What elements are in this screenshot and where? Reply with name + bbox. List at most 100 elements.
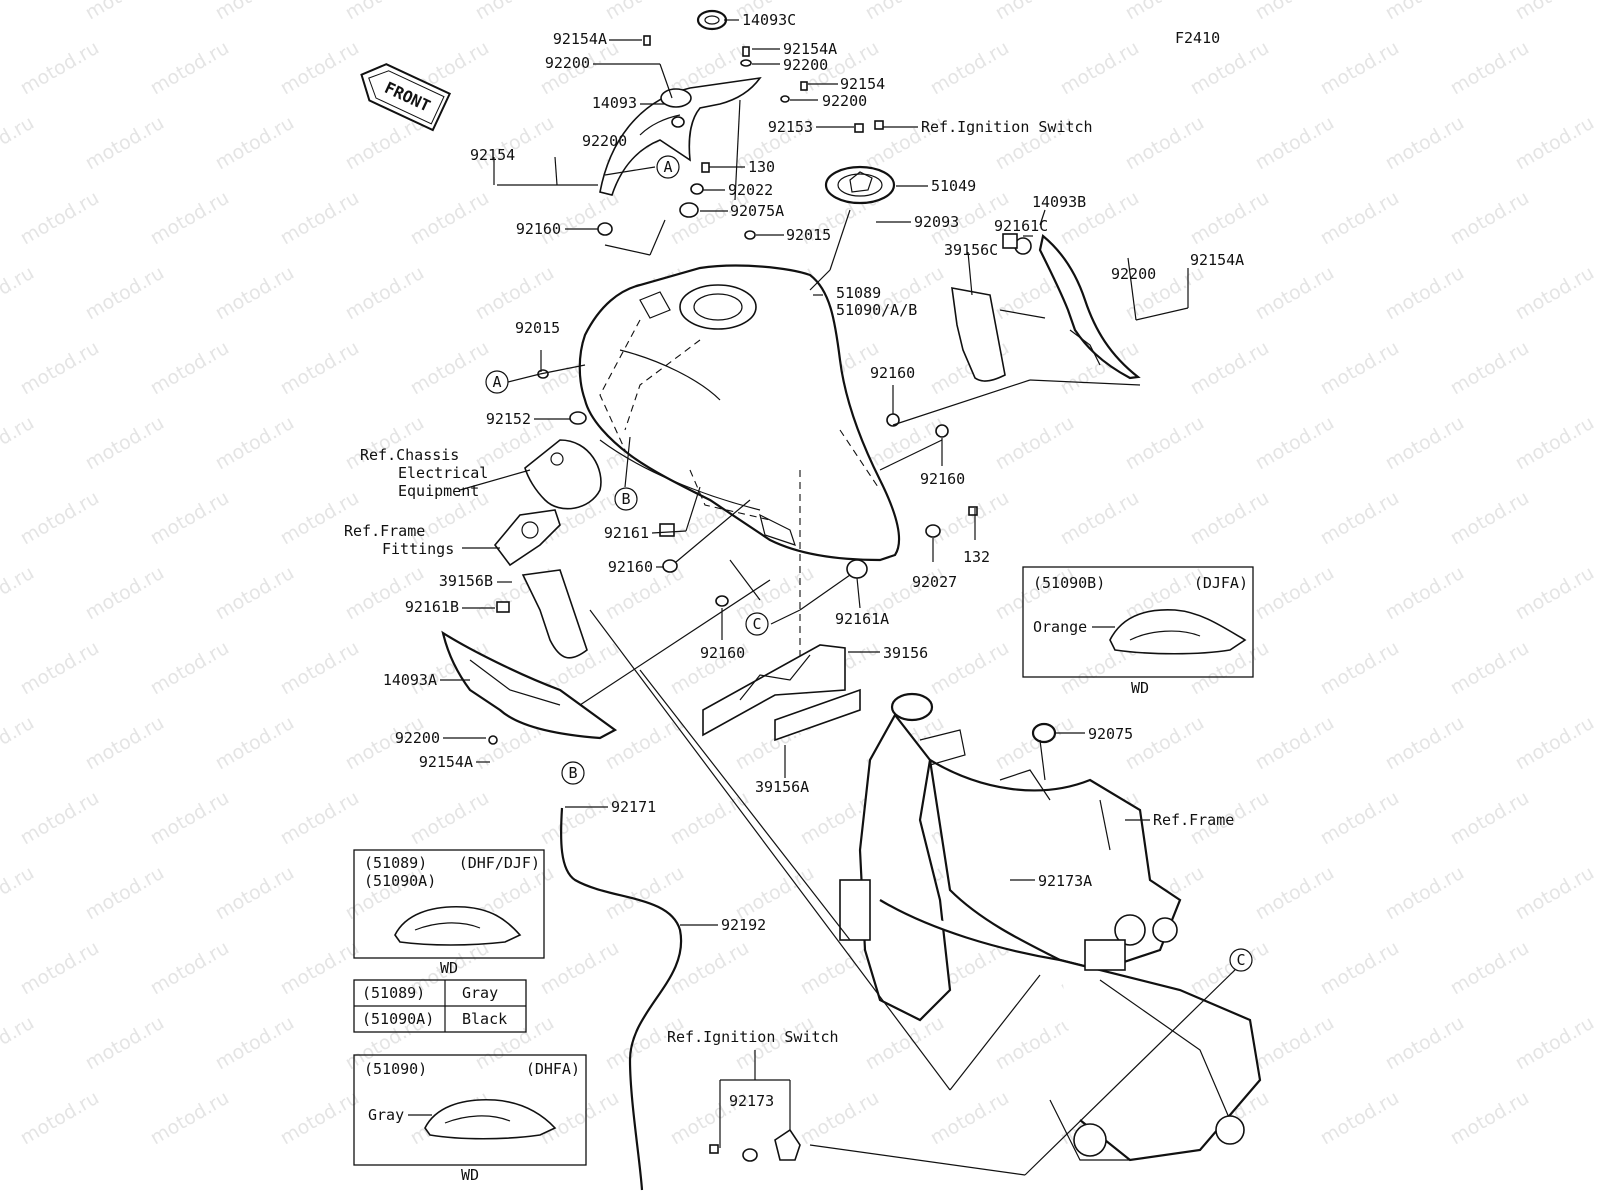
- ref-chassis-1: Ref.Chassis: [360, 446, 459, 464]
- table-row: (51089): [362, 984, 425, 1002]
- watermark-text: motod.ru: [862, 0, 948, 24]
- fuel-cap-51049: [824, 165, 896, 205]
- watermark-text: motod.ru: [1382, 0, 1468, 24]
- watermark-text: motod.ru: [927, 1087, 1013, 1150]
- svg-text:A: A: [663, 158, 672, 176]
- watermark-text: motod.ru: [17, 187, 103, 250]
- fuel-hose-92192: [560, 807, 683, 1191]
- watermark-text: motod.ru: [17, 37, 103, 100]
- watermark-text: motod.ru: [1447, 337, 1533, 400]
- table-row: Black: [462, 1010, 507, 1028]
- label-92200: 92200: [1111, 265, 1156, 283]
- bracket-chassis: [524, 439, 602, 510]
- label-92153: 92153: [768, 118, 813, 136]
- label-92161: 92161: [604, 524, 649, 542]
- label-92160: 92160: [920, 470, 965, 488]
- watermark-text: motod.ru: [537, 787, 623, 850]
- svg-text:WD: WD: [440, 959, 458, 977]
- label-92015: 92015: [515, 319, 560, 337]
- watermark-text: motod.ru: [1382, 712, 1468, 775]
- motorcycle-frame: [839, 692, 1262, 1162]
- watermark-text: motod.ru: [1512, 1012, 1598, 1075]
- label-92192: 92192: [721, 916, 766, 934]
- watermark-text: motod.ru: [1317, 187, 1403, 250]
- watermark-text: motod.ru: [17, 787, 103, 850]
- label-92154a: 92154A: [783, 40, 837, 58]
- watermark-text: motod.ru: [1252, 412, 1338, 475]
- watermark-text: motod.ru: [472, 262, 558, 325]
- ref-frame-fittings-2: Fittings: [382, 540, 454, 558]
- watermark-text: motod.ru: [82, 112, 168, 175]
- watermark-text: motod.ru: [1447, 637, 1533, 700]
- watermark-text: motod.ru: [1252, 0, 1338, 24]
- watermark-text: motod.ru: [602, 712, 688, 775]
- watermark-text: motod.ru: [147, 1087, 233, 1150]
- watermark-text: motod.ru: [602, 0, 688, 24]
- label-39156b: 39156B: [439, 572, 493, 590]
- svg-text:(DHFA): (DHFA): [526, 1060, 580, 1078]
- label-92027: 92027: [912, 573, 957, 591]
- label-92171: 92171: [611, 798, 656, 816]
- svg-text:Gray: Gray: [368, 1106, 404, 1124]
- watermark-text: motod.ru: [17, 637, 103, 700]
- label-39156c: 39156C: [944, 241, 998, 259]
- watermark-text: motod.ru: [147, 337, 233, 400]
- pad-39156B: [521, 569, 588, 659]
- front-arrow: FRONT: [360, 63, 452, 132]
- watermark-text: motod.ru: [1512, 0, 1598, 24]
- watermark-text: motod.ru: [1122, 712, 1208, 775]
- figure-code: F2410: [1175, 29, 1220, 47]
- svg-text:WD: WD: [461, 1166, 479, 1184]
- svg-text:(51089): (51089): [364, 854, 427, 872]
- watermark-text: motod.ru: [472, 112, 558, 175]
- callout-b-tank: B: [614, 487, 638, 511]
- watermark-text: motod.ru: [17, 1087, 103, 1150]
- svg-text:(51090): (51090): [364, 1060, 427, 1078]
- watermark-text: motod.ru: [992, 412, 1078, 475]
- callout-a-side: A: [485, 370, 509, 394]
- label-51089: 51089: [836, 284, 881, 302]
- watermark-text: motod.ru: [277, 937, 363, 1000]
- watermark-text: motod.ru: [1447, 187, 1533, 250]
- watermark-text: motod.ru: [667, 787, 753, 850]
- label-14093c: 14093C: [742, 11, 796, 29]
- watermark-text: motod.ru: [1512, 712, 1598, 775]
- watermark-text: motod.ru: [0, 262, 38, 325]
- watermark-text: motod.ru: [667, 937, 753, 1000]
- watermark-text: motod.ru: [407, 337, 493, 400]
- label-92160: 92160: [608, 558, 653, 576]
- watermark-text: motod.ru: [1252, 862, 1338, 925]
- label-92093: 92093: [914, 213, 959, 231]
- label-92075: 92075: [1088, 725, 1133, 743]
- watermark-text: motod.ru: [147, 637, 233, 700]
- label-92161b: 92161B: [405, 598, 459, 616]
- watermark-text: motod.ru: [277, 187, 363, 250]
- label-92200: 92200: [545, 54, 590, 72]
- label-92160: 92160: [516, 220, 561, 238]
- label-92160: 92160: [700, 644, 745, 662]
- color-table: (51089) Gray (51090A) Black: [353, 979, 527, 1033]
- watermark-text: motod.ru: [147, 187, 233, 250]
- pad-39156: [702, 644, 846, 737]
- watermark-text: motod.ru: [1512, 412, 1598, 475]
- watermark-text: motod.ru: [1317, 637, 1403, 700]
- watermark-text: motod.ru: [1122, 112, 1208, 175]
- watermark-text: motod.ru: [212, 262, 298, 325]
- inset-dhfa: (51090) (DHFA) Gray WD: [353, 1054, 587, 1184]
- watermark-text: motod.ru: [1057, 37, 1143, 100]
- watermark-text: motod.ru: [537, 187, 623, 250]
- svg-text:(51090A): (51090A): [364, 872, 436, 890]
- side-cover-14093B: [1038, 234, 1141, 380]
- watermark-text: motod.ru: [472, 0, 558, 24]
- watermark-text: motod.ru: [1252, 1012, 1338, 1075]
- watermark-text: motod.ru: [1447, 37, 1533, 100]
- watermark-text: motod.ru: [0, 412, 38, 475]
- label-92161a: 92161A: [835, 610, 889, 628]
- watermark-text: motod.ru: [992, 712, 1078, 775]
- watermark-text: motod.ru: [1252, 712, 1338, 775]
- inset-dhf-djf: (51089) (51090A) (DHF/DJF) WD: [353, 849, 545, 977]
- label-132: 132: [963, 548, 990, 566]
- watermark-text: motod.ru: [277, 1087, 363, 1150]
- watermark-text: motod.ru: [1382, 112, 1468, 175]
- watermark-text: motod.ru: [1382, 262, 1468, 325]
